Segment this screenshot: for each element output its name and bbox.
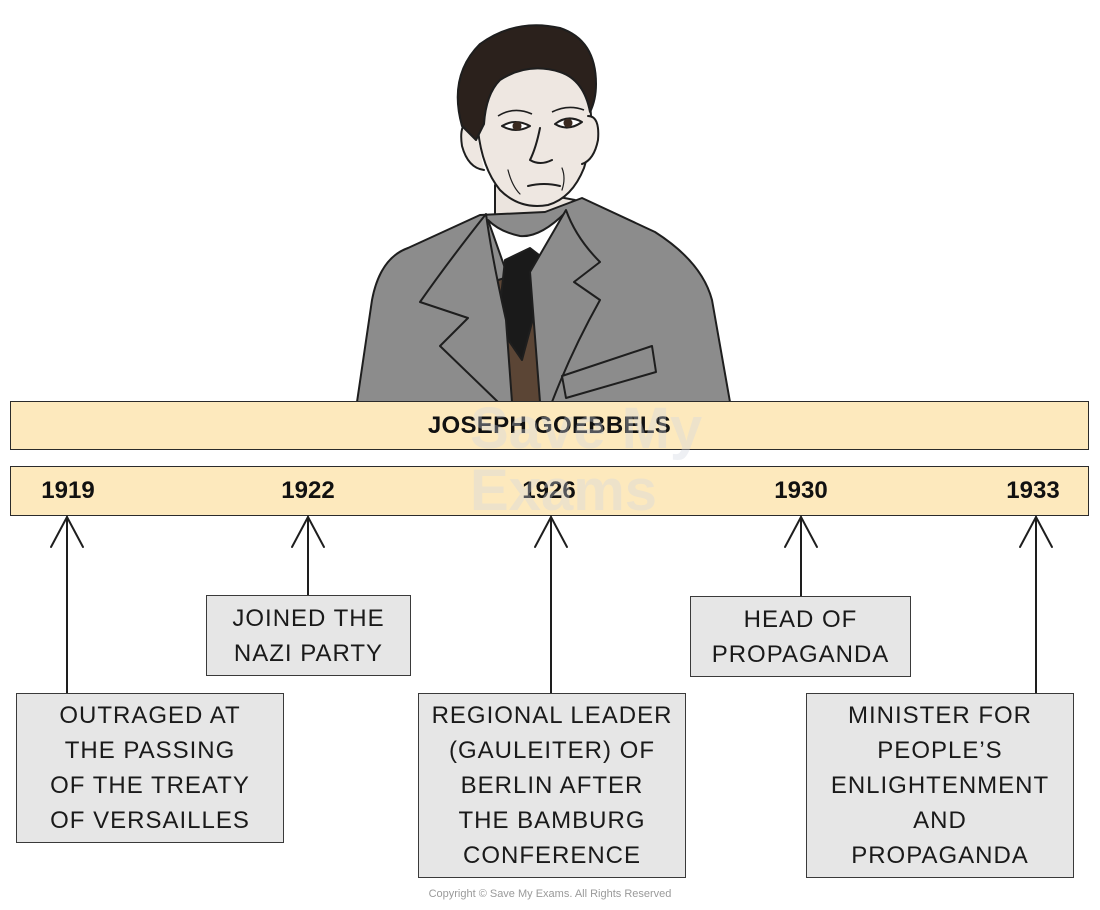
event-line: HEAD OF <box>743 605 858 633</box>
arrow-1926 <box>534 514 568 694</box>
goebbels-portrait <box>356 24 731 403</box>
event-line: NAZI PARTY <box>233 639 384 667</box>
event-line: CONFERENCE <box>462 842 641 869</box>
event-box-1926: REGIONAL LEADER (GAULEITER) OF BERLIN AF… <box>418 693 686 878</box>
event-line: PEOPLE’S <box>877 737 1003 764</box>
event-line: OF VERSAILLES <box>50 807 250 834</box>
arrow-1922 <box>291 514 325 596</box>
event-box-1919: OUTRAGED AT THE PASSING OF THE TREATY OF… <box>16 693 284 843</box>
event-box-1922: JOINED THE NAZI PARTY <box>206 595 411 676</box>
year-bar: 1919 1922 1926 1930 1933 <box>10 466 1089 516</box>
event-box-1933: MINISTER FOR PEOPLE’S ENLIGHTENMENT AND … <box>806 693 1074 878</box>
event-line: AND <box>913 807 967 834</box>
event-line: MINISTER FOR <box>848 702 1032 729</box>
year-label: 1933 <box>1006 477 1060 504</box>
title-bar: JOSEPH GOEBBELS <box>10 401 1089 450</box>
watermark: Save My Exams <box>470 398 770 522</box>
event-line: THE PASSING <box>64 737 236 764</box>
year-label: 1930 <box>774 477 828 504</box>
event-line: ENLIGHTENMENT <box>830 772 1050 799</box>
watermark-line: Save My <box>470 396 703 461</box>
year-label: 1926 <box>522 477 576 504</box>
event-line: OUTRAGED AT <box>59 702 241 729</box>
event-line: BERLIN AFTER <box>460 772 644 799</box>
event-line: (GAULEITER) OF <box>448 737 655 764</box>
event-line: PROPAGANDA <box>851 842 1029 869</box>
event-line: THE BAMBURG <box>458 807 646 834</box>
arrow-1933 <box>1019 514 1053 694</box>
event-line: JOINED THE <box>232 604 385 632</box>
timeline-title: JOSEPH GOEBBELS <box>427 411 672 439</box>
event-line: PROPAGANDA <box>711 640 890 668</box>
watermark-line: Exams <box>470 458 658 523</box>
year-label: 1919 <box>41 477 95 504</box>
event-line: OF THE TREATY <box>50 772 250 799</box>
arrow-1930 <box>784 514 818 597</box>
event-box-1930: HEAD OF PROPAGANDA <box>690 596 911 677</box>
event-line: REGIONAL LEADER <box>431 702 673 729</box>
copyright-notice: Copyright © Save My Exams. All Rights Re… <box>428 888 672 900</box>
arrow-1919 <box>50 514 84 694</box>
year-label: 1922 <box>281 477 335 504</box>
